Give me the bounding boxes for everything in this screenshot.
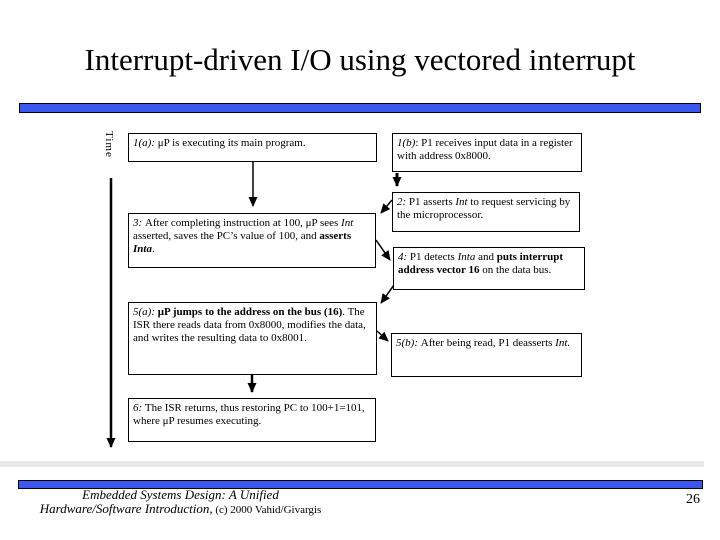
step-box-5a: 5(a): μP jumps to the address on the bus… <box>128 302 377 375</box>
arrow-5a-to-5b <box>376 330 389 342</box>
footer-citation: Embedded Systems Design: A Unified Hardw… <box>8 488 353 517</box>
arrow-2-to-3 <box>380 199 393 214</box>
top-accent-bar <box>19 103 701 113</box>
step-box-3: 3: After completing instruction at 100, … <box>128 213 376 268</box>
step-box-1b: 1(b): P1 receives input data in a regist… <box>392 133 582 172</box>
bottom-accent-bar <box>18 480 703 489</box>
page-number: 26 <box>686 492 700 507</box>
footer-citation-line2: Hardware/Software Introduction, (c) 2000… <box>39 501 322 517</box>
step-box-6: 6: The ISR returns, thus restoring PC to… <box>128 398 376 442</box>
slide-title: Interrupt-driven I/O using vectored inte… <box>84 42 636 77</box>
step-box-1a: 1(a): μP is executing its main program. <box>128 133 377 162</box>
step-box-4: 4: P1 detects Inta and puts interrupt ad… <box>393 247 585 290</box>
time-axis-label: Time <box>103 131 115 158</box>
footer-divider-bar <box>0 461 704 467</box>
step-box-2: 2: P1 asserts Int to request servicing b… <box>392 192 580 232</box>
arrow-3-to-4 <box>375 239 391 261</box>
footer-citation-line1: Embedded Systems Design: A Unified <box>82 487 279 502</box>
step-box-5b: 5(b): After being read, P1 deasserts Int… <box>391 333 582 377</box>
